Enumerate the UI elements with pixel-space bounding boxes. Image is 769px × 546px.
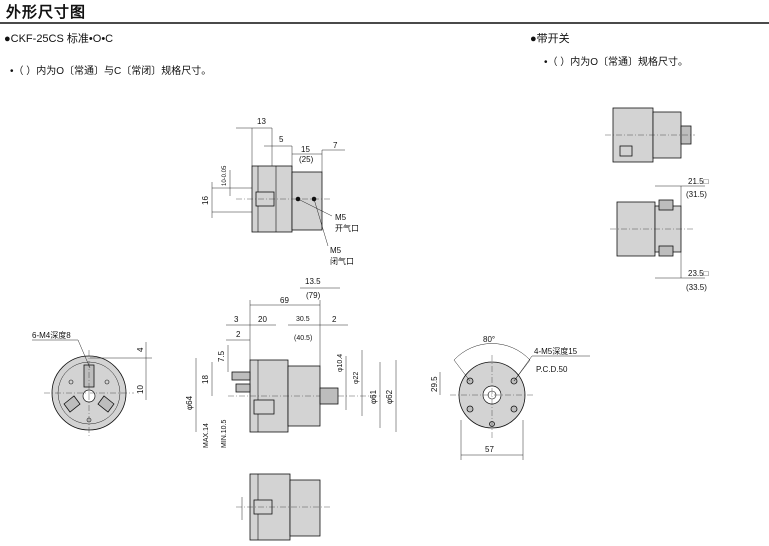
right-end-view: 80° 4-M5深度15 P.C.D.50 29.5 57 [430,335,590,460]
left-section-note: •（ ）内为O〔常通〕与C〔常闭〕规格尺寸。 [10,66,212,77]
close-port-label: 闭气口 [330,256,354,266]
dim-13: 13 [257,117,266,126]
dim-16: 16 [201,196,210,205]
dim-40-5: (40.5) [294,335,312,342]
cylinder-body [291,171,323,231]
bullet-icon: ● [530,33,537,45]
bullet-icon: ● [4,33,11,45]
close-port-thread: M5 [330,246,342,255]
dim-79: (79) [306,291,321,300]
dim-20: 20 [258,315,267,324]
open-port-label: 开气口 [335,223,359,233]
dim-3: 3 [234,315,239,324]
dim-10-tol: 10-0.05 [222,165,228,186]
front-view: 69 13.5 (79) 3 20 30.5 (40.5) 2 2 7.5 18… [185,277,397,448]
page-title: 外形尺寸图 [6,4,87,21]
dim-69: 69 [280,296,289,305]
title-underline [0,22,769,24]
dim-7: 7 [333,141,338,150]
dim-30-5: 30.5 [296,316,310,323]
dim-21-5: 21.5□ [688,177,709,186]
dim-13-5: 13.5 [305,277,321,286]
dim-phi62: φ62 [385,389,394,404]
left-end-view: 6-M4深度8 4 10 [32,330,152,436]
model-name: CKF-25CS [10,33,64,45]
dim-phi64: φ64 [185,395,194,410]
dim-2-left: 2 [236,330,241,339]
dim-2-right: 2 [332,315,337,324]
right-section-heading: ●带开关 [530,30,570,46]
dim-4: 4 [136,347,145,352]
switch-front-view: 21.5□ (31.5) 23.5□ (33.5) [610,177,709,292]
dim-18: 18 [201,375,210,384]
dim-25: (25) [299,155,314,164]
dim-max14: MAX.14 [203,423,210,448]
dim-33-5: (33.5) [686,283,707,292]
dim-31-5: (31.5) [686,190,707,199]
left-view-label: 6-M4深度8 [32,330,71,340]
dim-phi10-4: φ10.4 [337,354,344,372]
dim-23-5: 23.5□ [688,269,709,278]
angle-80: 80° [483,335,495,344]
left-section-heading: ●CKF-25CS 标准•O•C [4,30,113,46]
bottom-view [236,473,330,541]
switch-heading: 带开关 [536,33,570,45]
model-variant: 标准•O•C [66,33,114,45]
dim-15: 15 [301,145,310,154]
dim-phi61: φ61 [369,389,378,404]
dim-phi22: φ22 [353,372,360,384]
right-view-label-bottom: P.C.D.50 [536,365,568,374]
dim-7-5: 7.5 [217,350,226,362]
dim-5: 5 [279,135,284,144]
right-view-label-top: 4-M5深度15 [534,346,578,356]
right-section-note: •（ ）内为O〔常通〕规格尺寸。 [544,57,689,68]
open-port-thread: M5 [335,213,347,222]
switch-top-view [605,107,695,163]
top-view: 13 5 15 (25) 7 16 10-0.05 M5 开气口 M5 闭气口 [201,117,359,266]
dim-min10-5: MIN.10.5 [221,419,228,448]
dim-57: 57 [485,445,494,454]
dim-29-5: 29.5 [430,376,439,392]
dim-10-left: 10 [136,385,145,394]
